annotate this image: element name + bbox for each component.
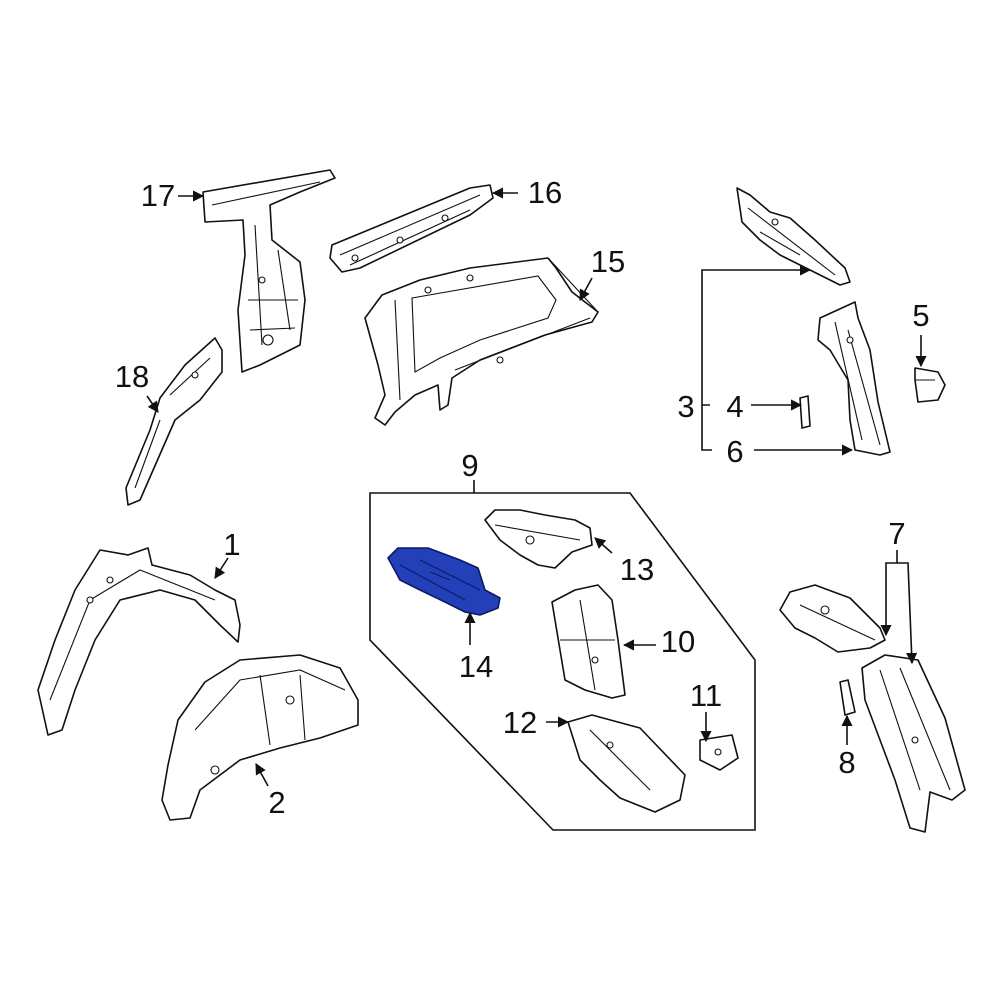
part-13[interactable] <box>484 509 593 569</box>
leader-lines <box>146 187 927 787</box>
part-3-upper[interactable] <box>736 187 851 286</box>
part-7-upper[interactable] <box>779 584 886 653</box>
part-16[interactable] <box>329 184 494 273</box>
callout-10: 10 <box>661 624 695 659</box>
part-12[interactable] <box>567 714 686 813</box>
callout-13: 13 <box>620 552 654 587</box>
part-11[interactable] <box>699 734 739 771</box>
callout-1: 1 <box>223 527 240 562</box>
part-17[interactable] <box>202 169 336 373</box>
part-2[interactable] <box>161 654 359 821</box>
part-4[interactable] <box>799 395 811 429</box>
part-8[interactable] <box>839 679 856 716</box>
callout-7: 7 <box>888 516 905 551</box>
callout-18: 18 <box>115 359 149 394</box>
callout-8: 8 <box>838 745 855 780</box>
callout-6: 6 <box>726 434 743 469</box>
callout-16: 16 <box>528 175 562 210</box>
group-9-frame <box>369 492 756 831</box>
callout-17: 17 <box>141 178 175 213</box>
part-15[interactable] <box>364 257 599 426</box>
part-5[interactable] <box>914 367 946 403</box>
part-1[interactable] <box>37 547 241 736</box>
callout-3: 3 <box>677 389 694 424</box>
callout-11: 11 <box>690 678 722 713</box>
part-7-lower[interactable] <box>861 654 966 833</box>
callout-2: 2 <box>268 785 285 820</box>
callout-9: 9 <box>461 448 478 483</box>
callout-12: 12 <box>503 705 537 740</box>
callout-5: 5 <box>912 298 929 333</box>
part-18[interactable] <box>125 337 223 506</box>
callout-14: 14 <box>459 649 493 684</box>
part-10[interactable] <box>551 584 626 699</box>
part-14[interactable] <box>387 547 501 616</box>
part-6[interactable] <box>817 301 891 456</box>
callout-15: 15 <box>591 244 625 279</box>
callout-4: 4 <box>726 389 743 424</box>
